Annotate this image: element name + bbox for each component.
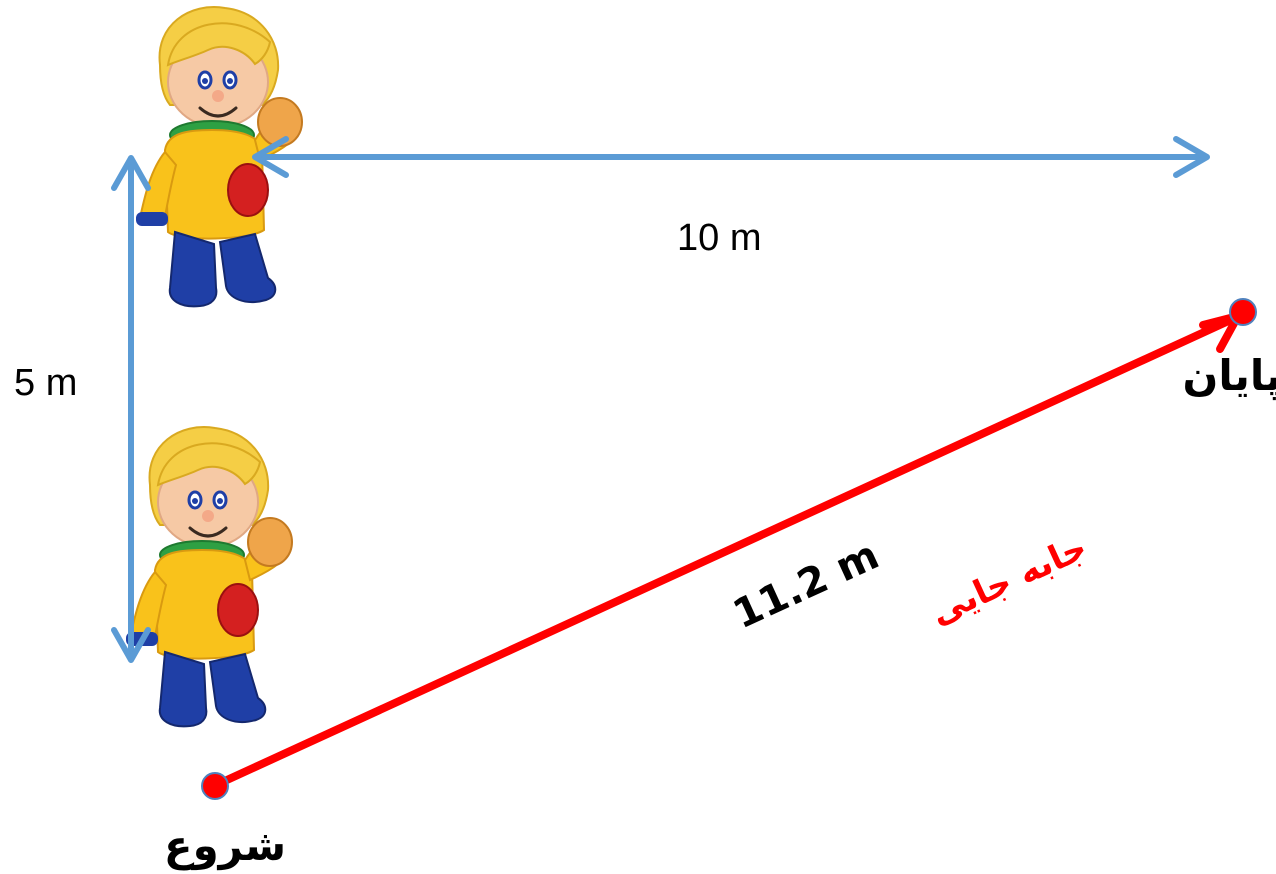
displacement-word-label: جابه جایی (925, 527, 1093, 633)
end-label: پایان (1183, 351, 1276, 401)
vertical-distance-label: 5 m (14, 362, 77, 404)
horizontal-distance-label: 10 m (677, 217, 761, 259)
start-label: شروع (164, 821, 286, 871)
displacement-value-label: 11.2 m (726, 532, 885, 638)
vertical-arrow (111, 155, 151, 663)
start-point (201, 772, 229, 800)
horizontal-arrow (252, 136, 1210, 178)
end-point (1229, 298, 1257, 326)
figure-bottom (124, 425, 294, 728)
